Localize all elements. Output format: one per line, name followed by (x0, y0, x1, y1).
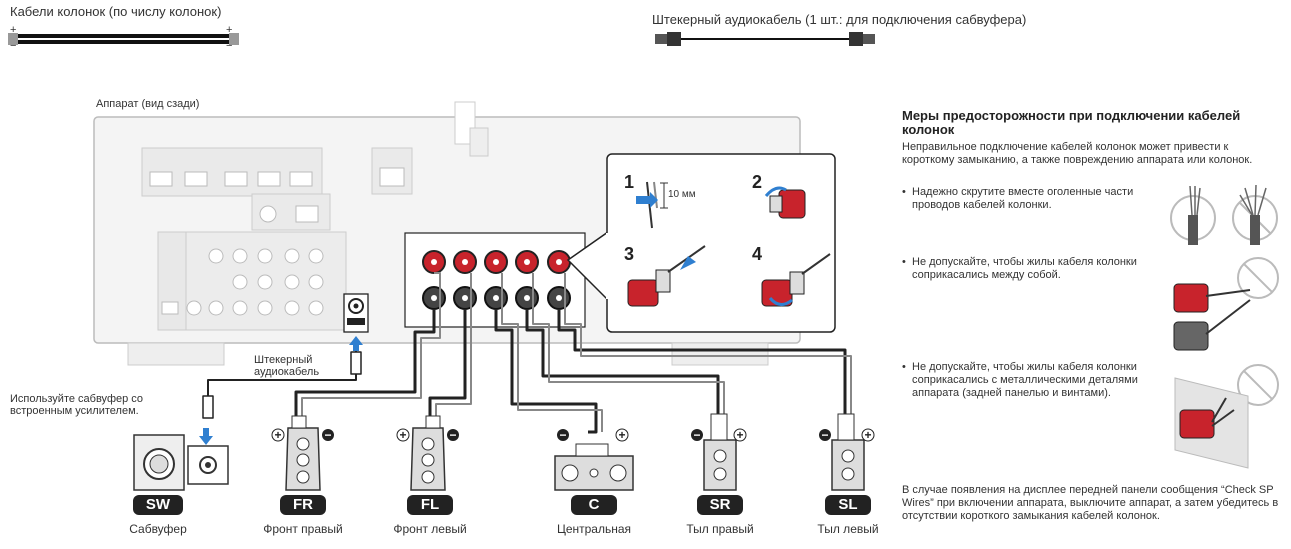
precautions-intro: Неправильное подключение кабелей колонок… (902, 141, 1253, 166)
speaker-name-sl: Тыл левый (817, 522, 879, 536)
device-label: Аппарат (вид сзади) (96, 98, 200, 110)
surround-right-speaker (703, 413, 737, 491)
rca-cable-illustration (655, 32, 875, 46)
cables (202, 272, 852, 434)
speaker-badge-fl: FL (407, 495, 453, 515)
step-number: 3 (624, 244, 635, 264)
speaker-name-fl: Фронт левый (393, 522, 467, 536)
svg-text:+: + (274, 428, 281, 442)
svg-text:−: − (693, 428, 700, 442)
precautions-title: Меры предосторожности при подключении ка… (902, 108, 1241, 137)
front-right-speaker (285, 415, 321, 491)
terminals-red-row (422, 250, 571, 274)
speaker-name-sw: Сабвуфер (129, 522, 187, 536)
precaution-item-text: Не допускайте, чтобы жилы кабеля колонки… (912, 361, 1138, 399)
svg-text:+: + (864, 428, 871, 442)
strip-length-label: 10 мм (668, 189, 696, 200)
speaker-cable-illustration (8, 33, 239, 45)
plus-sign: + (226, 24, 233, 36)
minus-icon: − (447, 428, 459, 442)
svg-text:+: + (618, 428, 625, 442)
svg-text:−: − (559, 428, 566, 442)
speaker-cable-label: Кабели колонок (по числу колонок) (10, 4, 222, 19)
precautions-footer: В случае появления на дисплее передней п… (902, 484, 1279, 522)
center-speaker (554, 443, 634, 491)
speaker-name-fr: Фронт правый (263, 522, 343, 536)
minus-sign: − (226, 40, 233, 52)
speaker-name-c: Центральная (556, 522, 632, 536)
audio-cable-label: Штекерный аудиокабель (1 шт.: для подклю… (652, 12, 1027, 27)
plus-icon: + (733, 428, 747, 442)
minus-icon: − (819, 428, 831, 442)
surround-left-speaker (831, 413, 865, 491)
step-number: 1 (624, 172, 635, 192)
precaution-illustrations (1170, 184, 1279, 469)
speaker-badge-sl: SL (825, 495, 871, 515)
speaker-badge-fr: FR (280, 495, 326, 515)
precaution-item-text: Не допускайте, чтобы жилы кабеля колонки… (912, 256, 1137, 281)
inset-callout (566, 153, 836, 333)
precaution-item: • Не допускайте, чтобы жилы кабеля колон… (902, 256, 1167, 282)
bullet-icon: • (902, 186, 906, 198)
subwoofer-graphic (133, 434, 229, 491)
subwoofer-note-line2: встроенным усилителем. (10, 405, 139, 417)
svg-text:−: − (449, 428, 456, 442)
speaker-badge-sr: SR (697, 495, 743, 515)
plus-icon: + (861, 428, 875, 442)
plus-sign: + (10, 24, 17, 36)
precaution-item: • Надежно скрутите вместе оголенные част… (902, 186, 1167, 212)
front-left-speaker (410, 415, 446, 491)
svg-text:+: + (399, 428, 406, 442)
speaker-badge-c: C (571, 495, 617, 515)
audio-cable-callout-line1: Штекерный (254, 354, 313, 366)
subwoofer-out-jack (343, 293, 369, 333)
plus-icon: + (396, 428, 410, 442)
subwoofer-note: Используйте сабвуфер со встроенным усили… (10, 393, 143, 417)
plus-icon: + (271, 428, 285, 442)
minus-icon: − (322, 428, 334, 442)
svg-text:−: − (324, 428, 331, 442)
bullet-icon: • (902, 361, 906, 373)
subwoofer-note-line1: Используйте сабвуфер со (10, 393, 144, 405)
precaution-item-text: Надежно скрутите вместе оголенные части … (912, 186, 1134, 211)
minus-icon: − (691, 428, 703, 442)
step-number: 2 (752, 172, 763, 192)
audio-cable-callout-line2: аудиокабель (254, 366, 320, 378)
svg-text:+: + (736, 428, 743, 442)
step-number: 4 (752, 244, 763, 264)
precaution-item: • Не допускайте, чтобы жилы кабеля колон… (902, 361, 1167, 400)
speaker-badge-sw: SW (133, 495, 183, 515)
plug-arrows (199, 336, 363, 445)
bullet-icon: • (902, 256, 906, 268)
plus-icon: + (615, 428, 629, 442)
minus-sign: − (10, 40, 17, 52)
minus-icon: − (557, 428, 569, 442)
speaker-name-sr: Тыл правый (686, 522, 754, 536)
polarity-symbols: + − + − − + − + − + (271, 428, 875, 442)
svg-text:−: − (821, 428, 828, 442)
audio-cable-callout: Штекерный аудиокабель (254, 354, 319, 378)
